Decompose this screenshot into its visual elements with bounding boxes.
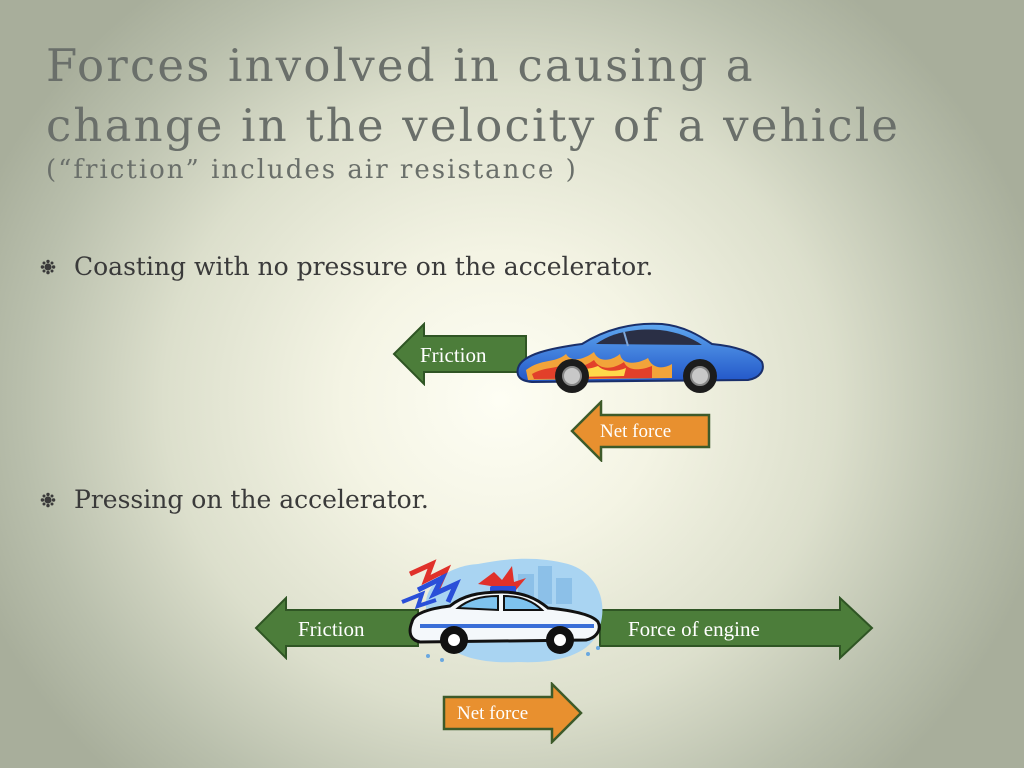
friction-arrow-coasting: [392, 322, 527, 386]
bullet-marker-icon: [40, 259, 56, 274]
net-force-arrow-accelerating: [442, 682, 583, 744]
title-line-2: change in the velocity of a vehicle: [46, 99, 901, 152]
police-car-icon: [401, 558, 603, 663]
title-line-1: Forces involved in causing a: [46, 39, 755, 92]
slide-title: Forces involved in causing a change in t…: [46, 36, 986, 156]
net-force-label-accelerating: Net force: [457, 703, 529, 724]
net-force-label-coasting: Net force: [600, 421, 672, 442]
bullet-accelerating: Pressing on the accelerator.: [40, 485, 429, 514]
friction-label-coasting: Friction: [420, 343, 487, 367]
engine-force-label: Force of engine: [628, 617, 760, 641]
bullet-text: Coasting with no pressure on the acceler…: [74, 252, 654, 281]
friction-label-accelerating: Friction: [298, 617, 365, 641]
race-car-icon: [516, 322, 764, 393]
bullet-coasting: Coasting with no pressure on the acceler…: [40, 252, 653, 281]
net-force-arrow-coasting: [570, 400, 711, 462]
engine-force-arrow: [599, 596, 874, 660]
bullet-text: Pressing on the accelerator.: [74, 485, 429, 514]
bullet-marker-icon: [40, 492, 56, 507]
slide-subtitle: (“friction” includes air resistance ): [46, 155, 578, 185]
